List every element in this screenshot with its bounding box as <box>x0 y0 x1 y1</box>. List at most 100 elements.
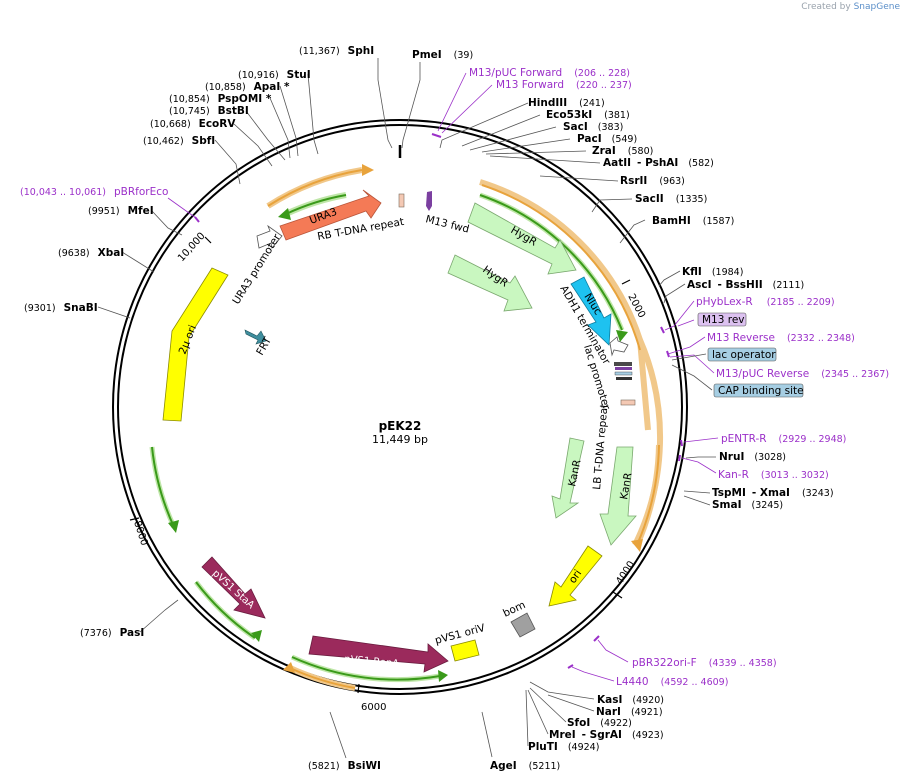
site-tspmi: TspMI <box>712 487 746 499</box>
site-sfoi: SfoI <box>567 717 590 729</box>
svg-text:(9638)XbaI: (9638)XbaI <box>58 247 124 259</box>
tick-label-10000: 10,000 <box>176 231 208 264</box>
feature-nluc <box>570 276 612 346</box>
site-apai: ApaI * <box>254 81 290 93</box>
site-eco53ki: Eco53kI <box>546 109 592 121</box>
orf-left-green <box>151 446 175 528</box>
tick-label-8000: 8000 <box>131 520 149 548</box>
site-nrui: NruI <box>719 451 744 463</box>
site-hindiii: HindIII <box>528 97 567 109</box>
svg-text:PacI(549): PacI(549) <box>577 133 637 145</box>
feature-m13fwd-label: M13 fwd <box>424 213 470 235</box>
feature-hygr-1 <box>467 202 577 275</box>
tick-mark-4000 <box>612 591 623 599</box>
boxed-m13-rev-label: M13 rev <box>702 314 745 326</box>
feature-ura3 <box>279 189 382 241</box>
svg-text:BamHI(1587): BamHI(1587) <box>652 215 734 227</box>
primer-m13puc-fwd: M13/pUC Forward <box>469 67 562 79</box>
orf-bottom-orange-arrowhead <box>283 662 295 673</box>
svg-text:(7376)PasI: (7376)PasI <box>80 627 144 639</box>
svg-text:Kan-R(3013 .. 3032): Kan-R(3013 .. 3032) <box>718 469 829 481</box>
orf-kan <box>636 444 660 546</box>
feature-rb-repeat <box>398 193 405 208</box>
boxed-lac-operator-label: lac operator <box>712 349 776 361</box>
svg-text:HindIII(241): HindIII(241) <box>528 97 605 109</box>
site-saci: SacI <box>563 121 588 133</box>
svg-text:SacII(1335): SacII(1335) <box>635 193 707 205</box>
svg-text:TspMI- XmaI(3243): TspMI- XmaI(3243) <box>712 487 834 499</box>
primer-labels: M13/pUC Forward(206 .. 228) M13 Forward(… <box>20 67 889 688</box>
snapgene-credit: Created by SnapGene <box>801 2 900 12</box>
primer-m13puc-rev: M13/pUC Reverse <box>716 368 809 380</box>
backbone-outer <box>112 119 688 695</box>
site-snabi: SnaBI <box>64 302 98 314</box>
orf-right-green-arrowhead <box>616 330 628 342</box>
tick-label-6000: 6000 <box>361 702 386 713</box>
svg-text:ZraI(580): ZraI(580) <box>592 145 653 157</box>
feature-lb-repeat-label: LB T-DNA repeat <box>591 403 610 490</box>
svg-text:(10,043 .. 10,061)pBRforEco: (10,043 .. 10,061)pBRforEco <box>20 186 168 198</box>
boxed-cap-site <box>713 383 804 398</box>
svg-text:KasI(4920): KasI(4920) <box>597 694 664 706</box>
site-mfei: MfeI <box>128 205 154 217</box>
primer-phyblex-r: pHybLex-R <box>696 296 753 308</box>
primer-mark-phyblex <box>660 326 665 334</box>
site-pluti: PluTI <box>528 741 558 753</box>
feature-ura3-promoter <box>256 224 283 249</box>
orf-right-green <box>479 194 623 331</box>
site-paci: PacI <box>577 133 602 145</box>
primer-pentr-r: pENTR-R <box>721 433 767 445</box>
svg-text:Eco53kI(381): Eco53kI(381) <box>546 109 630 121</box>
svg-text:L4440(4592 .. 4609): L4440(4592 .. 4609) <box>616 676 728 688</box>
snapgene-logo: SnapGene <box>853 2 900 12</box>
tick-mark-2000 <box>621 279 631 285</box>
primer-leaders <box>167 72 719 682</box>
primer-m13-fwd: M13 Forward <box>496 79 564 91</box>
svg-text:MreI- SgrAI(4923): MreI- SgrAI(4923) <box>549 729 664 741</box>
feature-bom <box>510 612 536 638</box>
primer-mark-pbr322 <box>593 635 600 642</box>
site-leaders <box>97 58 716 759</box>
primer-mark-kanr <box>678 454 681 462</box>
feature-pvs1-repa <box>308 635 449 673</box>
orf-sta-green <box>195 581 256 639</box>
site-mrei: MreI <box>549 729 576 741</box>
svg-text:(10,854)PspOMI *: (10,854)PspOMI * <box>169 93 272 105</box>
site-labels: PmeI(39) HindIII(241) Eco53kI(381) SacI(… <box>24 45 834 772</box>
site-bamhi: BamHI <box>652 215 691 227</box>
boxed-m13-rev <box>697 312 747 327</box>
svg-text:(5821)BsiWI: (5821)BsiWI <box>308 760 381 772</box>
orf-ura3 <box>267 169 363 207</box>
orf-sta-green-arrowhead <box>251 630 262 642</box>
plasmid-name: pEK22 <box>379 419 422 433</box>
svg-text:AatII- PshAI(582): AatII- PshAI(582) <box>603 157 714 169</box>
primer-mark-l4440 <box>567 664 574 669</box>
site-pspomi: PspOMI * <box>218 93 272 105</box>
svg-text:SmaI(3245): SmaI(3245) <box>712 499 783 511</box>
site-zrai: ZraI <box>592 145 616 157</box>
feature-pvs1-oriv <box>450 639 480 662</box>
site-ecorv: EcoRV <box>199 118 237 130</box>
orf-ura3-inner-arrowhead <box>278 208 291 220</box>
svg-text:SfoI(4922): SfoI(4922) <box>567 717 632 729</box>
feature-kanr-2 <box>599 446 637 546</box>
site-pmei: PmeI <box>412 49 442 61</box>
orf-kan-arrowhead <box>631 539 643 552</box>
svg-text:PluTI(4924): PluTI(4924) <box>528 741 599 753</box>
feature-ori <box>548 545 603 607</box>
site-agei: AgeI <box>490 760 517 772</box>
credit-prefix: Created by <box>801 2 851 12</box>
orf-ura3-arrowhead <box>362 164 374 176</box>
svg-text:pBR322ori-F(4339 .. 4358): pBR322ori-F(4339 .. 4358) <box>632 657 777 669</box>
primer-mark-m13-fwd <box>431 133 442 138</box>
primer-pbr322ori-f: pBR322ori-F <box>632 657 697 669</box>
site-rsrii: RsrII <box>620 175 647 187</box>
svg-text:M13/pUC Reverse(2345 .. 2367): M13/pUC Reverse(2345 .. 2367) <box>716 368 889 380</box>
feature-cap-box <box>614 371 633 376</box>
feature-kanr-2-label: KanR <box>618 472 635 501</box>
site-sphi: SphI <box>348 45 374 57</box>
svg-text:RsrII(963): RsrII(963) <box>620 175 685 187</box>
site-sbfi: SbfI <box>192 135 216 147</box>
tick-mark-6000 <box>357 683 360 694</box>
